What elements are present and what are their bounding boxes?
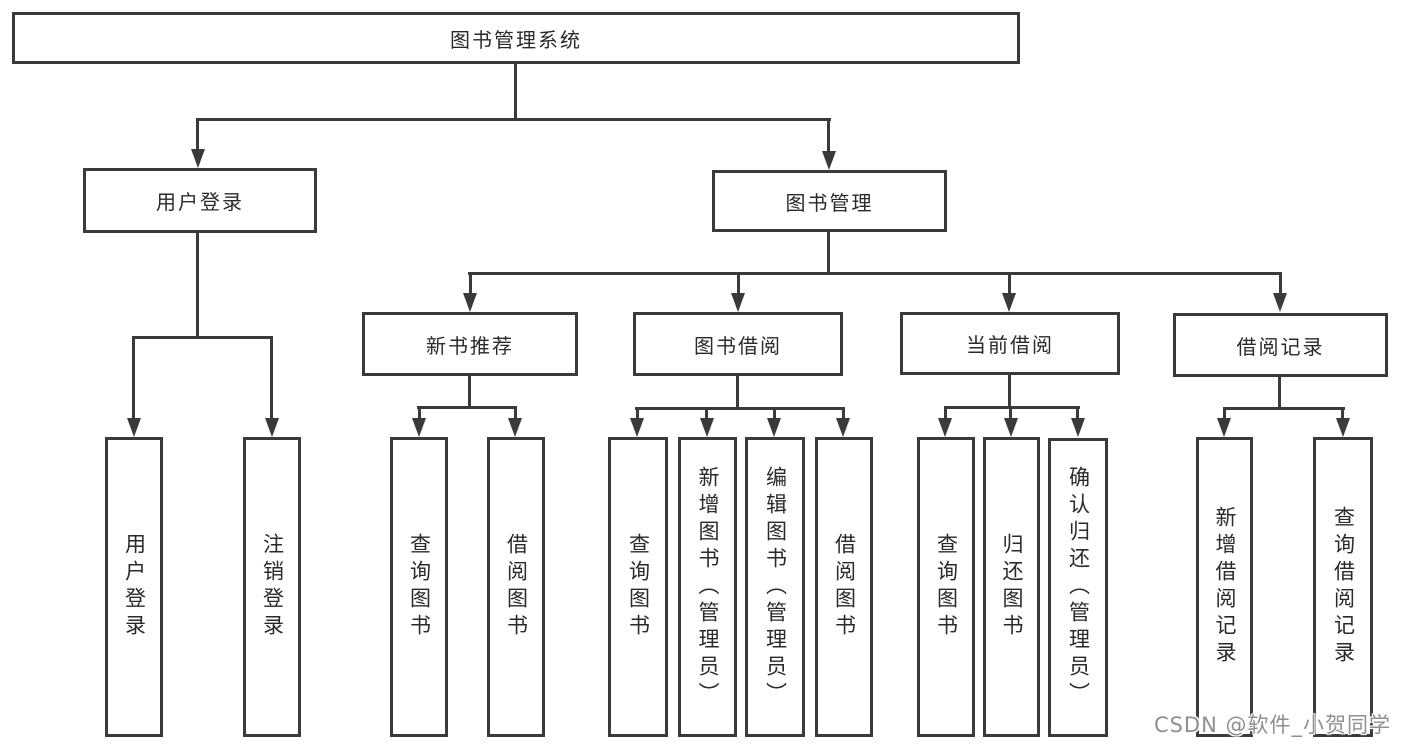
leaf-logout-login-label: 注销登录: [260, 533, 285, 641]
leaf-add-borrow-record-label: 新增借阅记录: [1213, 506, 1237, 668]
connector-to-recommend-query: [418, 406, 421, 420]
arrow-to-book-borrow: [731, 293, 745, 312]
arrow-to-current-return: [1004, 418, 1018, 437]
leaf-query-books-current-label: 查询图书: [934, 533, 959, 641]
leaf-query-borrow-record-label: 查询借阅记录: [1331, 506, 1356, 668]
arrow-to-borrow-add: [700, 418, 714, 437]
leaf-query-books-recommend: 查询图书: [390, 437, 448, 737]
arrow-to-records-add: [1217, 418, 1231, 437]
leaf-user-login: 用户登录: [105, 437, 163, 737]
node-borrow-records: 借阅记录: [1173, 313, 1388, 377]
connector-records-stem: [1278, 377, 1281, 410]
arrow-to-leaf-logout: [265, 418, 279, 437]
leaf-borrow-books-recommend: 借阅图书: [487, 437, 545, 737]
connector-records-branch: [1223, 407, 1345, 410]
connector-recommend-branch: [417, 406, 517, 409]
node-new-book-recommend: 新书推荐: [362, 312, 578, 376]
arrow-to-recommend-query: [412, 418, 426, 437]
leaf-borrow-books: 借阅图书: [815, 437, 873, 737]
node-borrow-records-label: 借阅记录: [1236, 334, 1325, 359]
connector-to-current-borrow: [1008, 272, 1011, 295]
connector-book-management-stem: [827, 232, 830, 275]
arrow-to-borrow-query: [630, 418, 644, 437]
node-user-login: 用户登录: [83, 168, 317, 233]
arrow-to-borrow-records: [1273, 293, 1287, 312]
connector-to-current-confirm: [1076, 406, 1079, 420]
arrow-to-current-borrow: [1002, 293, 1016, 312]
leaf-user-login-label: 用户登录: [122, 533, 147, 641]
leaf-logout-login: 注销登录: [243, 437, 301, 737]
connector-book-management-branch: [468, 272, 1282, 275]
leaf-query-books-current: 查询图书: [917, 437, 975, 737]
arrow-to-leaf-user-login: [127, 418, 141, 437]
connector-borrow-branch: [635, 407, 845, 410]
leaf-borrow-books-recommend-label: 借阅图书: [504, 533, 529, 641]
connector-to-leaf-logout: [270, 336, 273, 420]
leaf-confirm-return-admin-label: 确认归还（管理员）: [1066, 466, 1091, 709]
arrow-to-current-confirm: [1071, 418, 1085, 437]
connector-to-recommend-borrow: [514, 406, 517, 420]
leaf-query-borrow-record: 查询借阅记录: [1313, 437, 1373, 737]
connector-root-branch: [196, 118, 831, 121]
leaf-return-books: 归还图书: [983, 437, 1040, 737]
leaf-confirm-return-admin: 确认归还（管理员）: [1048, 438, 1108, 737]
csdn-watermark: CSDN @软件_小贺同学: [1153, 713, 1391, 737]
connector-to-book-borrow: [737, 272, 740, 295]
leaf-add-borrow-record: 新增借阅记录: [1196, 437, 1253, 737]
arrow-to-borrow-borrow: [836, 418, 850, 437]
connector-to-borrow-records: [1279, 272, 1282, 295]
leaf-edit-books-admin: 编辑图书（管理员）: [745, 437, 805, 737]
node-book-management: 图书管理: [712, 170, 947, 232]
node-current-borrow-label: 当前借阅: [966, 333, 1054, 357]
connector-to-current-query: [944, 406, 947, 420]
connector-to-borrow-borrow: [842, 407, 845, 420]
connector-to-current-return: [1009, 406, 1012, 420]
connector-user-login-branch: [132, 336, 273, 339]
connector-to-borrow-query: [636, 407, 639, 420]
connector-to-leaf-user-login: [132, 336, 135, 420]
node-book-borrow-label: 图书借阅: [694, 333, 782, 358]
connector-root-stem: [514, 64, 517, 120]
connector-to-records-query: [1341, 407, 1344, 420]
connector-to-records-add: [1223, 407, 1226, 420]
connector-root-to-user-login: [196, 118, 199, 151]
leaf-return-books-label: 归还图书: [1000, 533, 1024, 641]
leaf-query-books-borrow: 查询图书: [608, 437, 668, 737]
node-current-borrow: 当前借阅: [900, 312, 1120, 375]
connector-to-new-book-recommend: [469, 272, 472, 295]
connector-borrow-stem: [736, 376, 739, 410]
connector-to-borrow-edit: [773, 407, 776, 420]
node-user-login-label: 用户登录: [156, 190, 244, 214]
arrow-to-current-query: [938, 418, 952, 437]
leaf-add-books-admin: 新增图书（管理员）: [678, 437, 737, 737]
node-root: 图书管理系统: [12, 12, 1020, 64]
connector-to-borrow-add: [705, 407, 708, 420]
leaf-add-books-admin-label: 新增图书（管理员）: [696, 465, 720, 709]
node-new-book-recommend-label: 新书推荐: [426, 333, 514, 358]
arrow-to-records-query: [1336, 418, 1350, 437]
arrow-to-recommend-borrow: [508, 418, 522, 437]
node-book-borrow: 图书借阅: [633, 312, 843, 376]
arrow-to-book-management: [822, 151, 836, 170]
leaf-query-books-borrow-label: 查询图书: [626, 533, 651, 641]
connector-root-to-book-management: [827, 118, 830, 153]
leaf-edit-books-admin-label: 编辑图书（管理员）: [763, 465, 788, 709]
leaf-query-books-recommend-label: 查询图书: [407, 533, 432, 641]
connector-current-branch: [944, 406, 1080, 409]
connector-user-login-stem: [196, 233, 199, 339]
arrow-to-user-login: [191, 149, 205, 168]
node-root-label: 图书管理系统: [450, 27, 582, 52]
node-book-management-label: 图书管理: [785, 190, 874, 215]
connector-recommend-stem: [468, 376, 471, 409]
arrow-to-borrow-edit: [767, 418, 781, 437]
connector-current-stem: [1008, 375, 1011, 409]
leaf-borrow-books-label: 借阅图书: [832, 533, 857, 641]
arrow-to-new-book-recommend: [463, 293, 477, 312]
